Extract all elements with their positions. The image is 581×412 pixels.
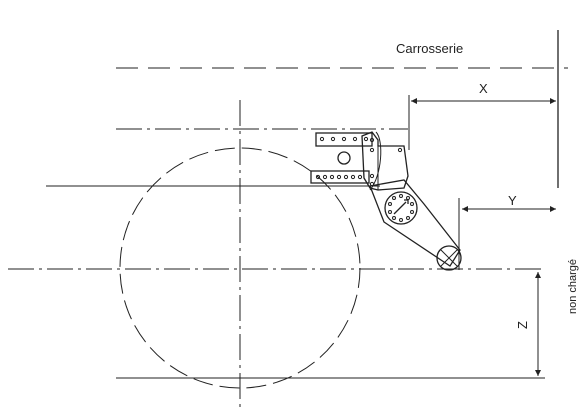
bracket-boss — [337, 151, 351, 165]
bracket-plate-holes — [369, 137, 403, 187]
dimension-y-label: Y — [508, 193, 517, 208]
tow-ball — [436, 245, 462, 271]
rotary-joint-teeth — [388, 194, 414, 222]
bracket-plate — [361, 131, 409, 191]
swing-arm — [369, 179, 461, 267]
unloaded-label: non chargé — [567, 259, 579, 314]
lower-mounting-rail — [310, 170, 370, 184]
tow-bar-assembly — [310, 131, 462, 271]
rotary-joint — [384, 191, 418, 225]
upper-rail-holes — [319, 136, 369, 142]
wheel-outline — [119, 147, 361, 389]
dimension-x-label: X — [479, 81, 488, 96]
dimension-z-label: Z — [515, 321, 530, 329]
upper-mounting-rail — [315, 132, 373, 147]
body-label: Carrosserie — [396, 41, 463, 56]
lower-rail-holes — [315, 174, 363, 180]
